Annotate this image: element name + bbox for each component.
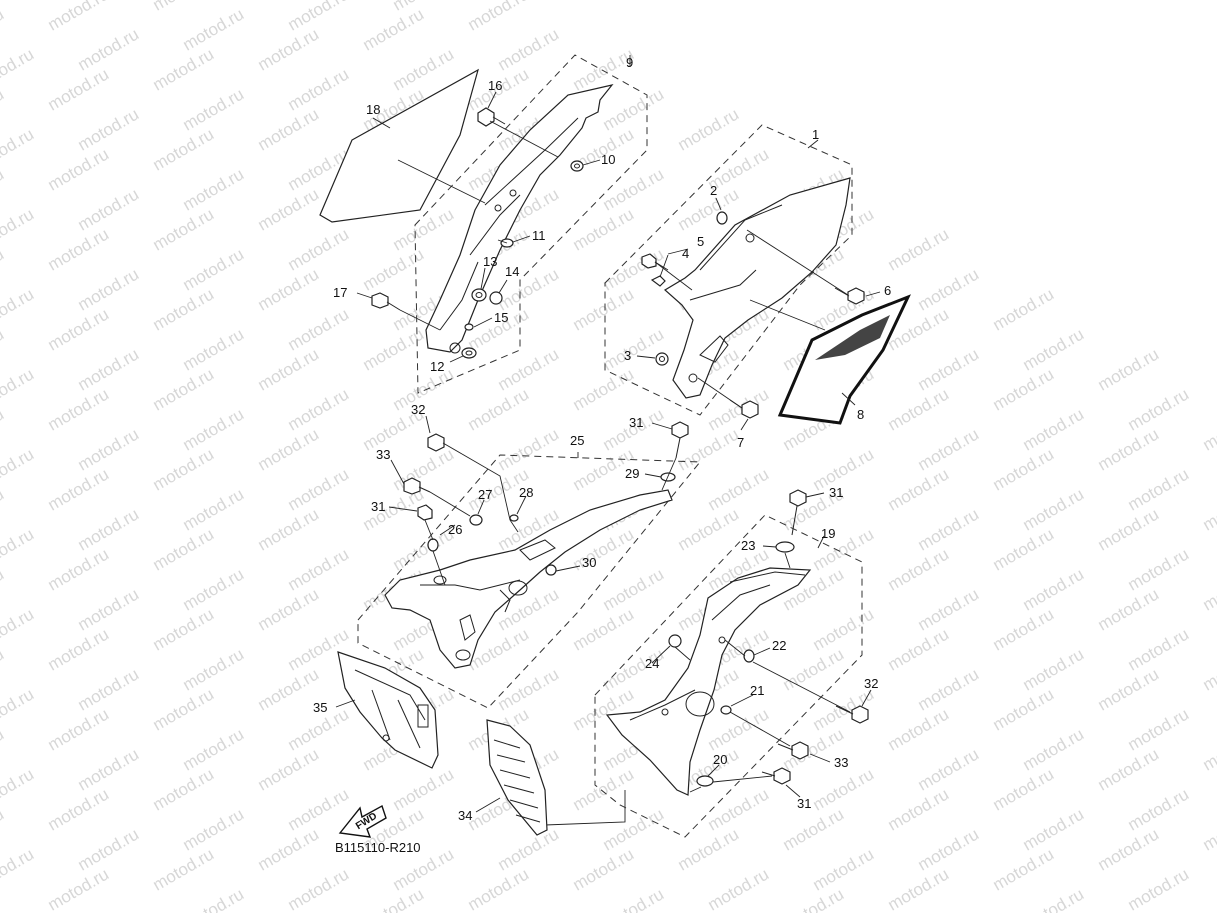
- callout-10: 10: [601, 152, 615, 167]
- leader-lines: [335, 55, 881, 813]
- callout-8: 8: [857, 407, 864, 422]
- callout-19: 19: [821, 526, 835, 541]
- collar-22: [743, 649, 755, 663]
- decal-8-stripe: [815, 315, 890, 360]
- callout-6: 6: [884, 283, 891, 298]
- grommet-3: [655, 352, 669, 366]
- callout-24: 24: [645, 656, 659, 671]
- callout-25: 25: [570, 433, 584, 448]
- washer-28: [509, 514, 519, 522]
- bolt-16: [477, 107, 506, 127]
- guard-35: [337, 651, 439, 769]
- callout-14: 14: [505, 264, 519, 279]
- callout-35: 35: [313, 700, 327, 715]
- shroud-19: [605, 567, 812, 796]
- callout-30: 30: [582, 555, 596, 570]
- callout-9: 9: [626, 55, 633, 70]
- callout-11: 11: [532, 228, 546, 243]
- washer-21: [720, 705, 732, 715]
- side-cover-1: [663, 177, 851, 399]
- callout-4: 4: [682, 246, 689, 261]
- bolt-32-upper: [427, 433, 463, 455]
- nut-31-left: [417, 504, 433, 521]
- washer-23: [775, 541, 795, 553]
- callout-18: 18: [366, 102, 380, 117]
- bolt-31-top: [671, 421, 689, 459]
- bolt-33-upper: [403, 477, 431, 495]
- bracket-25: [384, 489, 673, 669]
- bolt-32-right: [835, 705, 869, 724]
- callout-17: 17: [333, 285, 347, 300]
- callout-32-b: 32: [864, 676, 878, 691]
- grommet-12: [461, 347, 477, 359]
- callout-13: 13: [483, 254, 497, 269]
- callout-31-b: 31: [371, 499, 385, 514]
- callout-15: 15: [494, 310, 508, 325]
- bolt-33-right: [777, 741, 809, 760]
- callout-16: 16: [488, 78, 502, 93]
- assembly-outline-25: [357, 454, 702, 709]
- callout-34: 34: [458, 808, 472, 823]
- side-cover-9: [425, 84, 614, 354]
- collar-2: [716, 211, 728, 225]
- collar-24: [668, 634, 682, 648]
- callout-22: 22: [772, 638, 786, 653]
- collar-26: [427, 538, 439, 552]
- fwd-arrow-icon: FWD: [338, 804, 387, 838]
- callout-27: 27: [478, 487, 492, 502]
- washer-20: [696, 775, 714, 787]
- callout-21: 21: [750, 683, 764, 698]
- grommet-13: [471, 288, 487, 302]
- bolt-31-right-top: [789, 489, 807, 536]
- callout-31-a: 31: [629, 415, 643, 430]
- leader-34-to-19: [544, 790, 626, 826]
- callout-31-d: 31: [797, 796, 811, 811]
- callout-12: 12: [430, 359, 444, 374]
- callout-1: 1: [812, 127, 819, 142]
- callout-3: 3: [624, 348, 631, 363]
- grommet-10: [570, 160, 584, 172]
- callout-33-a: 33: [376, 447, 390, 462]
- assembly-outline-9: [414, 54, 648, 394]
- collar-30: [545, 564, 557, 576]
- callout-23: 23: [741, 538, 755, 553]
- assembly-outline-19: [594, 514, 863, 838]
- assembly-outline-1: [604, 124, 853, 416]
- bolt-17: [371, 292, 401, 311]
- grommet-27: [469, 514, 483, 526]
- callout-28: 28: [519, 485, 533, 500]
- callout-5: 5: [697, 234, 704, 249]
- callout-31-c: 31: [829, 485, 843, 500]
- callout-20: 20: [713, 752, 727, 767]
- callout-7: 7: [737, 435, 744, 450]
- callout-29: 29: [625, 466, 639, 481]
- cap-14: [489, 291, 503, 305]
- decal-18: [319, 68, 479, 223]
- washer-15: [464, 323, 474, 331]
- callout-32-a: 32: [411, 402, 425, 417]
- callout-labels: 1 2 3 4 5 6 7 8 9 10 11 12 13 14 15 16 1…: [313, 55, 891, 823]
- bolt-6: [834, 287, 865, 305]
- diagram-code: B115110-R210: [335, 840, 421, 855]
- bolt-31-bottom: [761, 767, 791, 785]
- nut-4: [650, 275, 666, 287]
- callout-26: 26: [448, 522, 462, 537]
- callout-2: 2: [710, 183, 717, 198]
- callout-33-b: 33: [834, 755, 848, 770]
- louver-34: [486, 719, 548, 836]
